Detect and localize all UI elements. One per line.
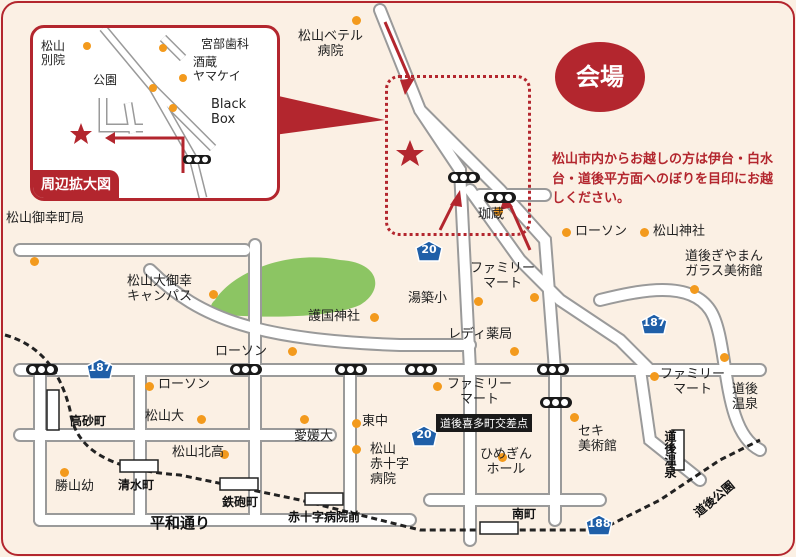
poi-dot (300, 415, 309, 424)
route-20-label: 20 (421, 243, 437, 256)
venue-star-icon (396, 140, 424, 166)
poi-dot (60, 468, 69, 477)
poi-dot (690, 285, 699, 294)
label-dogo-onsen: 道後 温泉 (732, 382, 759, 412)
poi-dot (145, 382, 154, 391)
label-seki-museum: セキ 美術館 (578, 424, 618, 454)
tram-stops (46, 389, 685, 535)
label-gyaman-museum: 道後ぎやまん ガラス美術館 (685, 249, 764, 279)
inset-label-blackbox: Black Box (211, 97, 247, 127)
traffic-signal-icon (540, 397, 572, 408)
route-187-label: 187 (642, 316, 666, 329)
poi-dot (370, 313, 379, 322)
label-lawson-1: ローソン (215, 344, 268, 359)
park-area (211, 257, 376, 317)
venue-badge: 会場 (555, 42, 645, 112)
poi-dot (209, 290, 218, 299)
inset-label-betsuin: 松山 別院 (41, 39, 66, 67)
traffic-signal-icon (484, 192, 516, 203)
access-note: 松山市内からお越しの方は伊台・白水台・道後平方面へのぼりを目印にお越しください。 (552, 152, 774, 206)
traffic-signal-icon (405, 364, 437, 375)
label-lawson-2: ローソン (575, 224, 628, 239)
poi-dot (562, 228, 571, 237)
label-matsuyama-shrine: 松山神社 (653, 224, 706, 239)
poi-dot (352, 16, 361, 25)
station-minami: 南町 (512, 507, 537, 521)
label-katsuyama-kinder: 勝山幼 (55, 479, 95, 494)
label-betel-hospital: 松山ベテル 病院 (298, 29, 364, 59)
poi-dot (197, 415, 206, 424)
inset-label-park: 公園 (93, 73, 118, 87)
poi-dot (510, 347, 519, 356)
route-187-marker-icon: 187 (86, 358, 114, 380)
route-20-marker-icon: 20 (415, 240, 443, 262)
poi-dot (570, 413, 579, 422)
label-family-mart-1: ファミリー マート (470, 261, 536, 291)
poi-dot (30, 257, 39, 266)
poi-dot (494, 207, 503, 216)
station-shimizu: 清水町 (118, 478, 155, 492)
station-dogo-onsen: 道後温泉 (663, 430, 677, 478)
poi-dot (474, 297, 483, 306)
traffic-signal-icon (335, 364, 367, 375)
poi-dot (288, 347, 297, 356)
poi-dot (352, 445, 361, 454)
inset-label-sakagura: 酒蔵 ヤマケイ (193, 55, 241, 83)
label-family-mart-3: ファミリー マート (660, 367, 726, 397)
label-ehime-univ: 愛媛大 (294, 429, 334, 444)
label-tochu: 東中 (362, 414, 389, 429)
inset-label-dental: 宮部歯科 (201, 37, 250, 51)
label-himegin-hall: ひめぎん ホール (480, 447, 533, 477)
venue-highlight-box (385, 75, 531, 236)
route-20-label: 20 (416, 428, 432, 441)
poi-dot (650, 372, 659, 381)
label-yuzuki: 湯築小 (408, 291, 448, 306)
traffic-signal-icon (448, 172, 480, 183)
label-lawson-3: ローソン (158, 377, 211, 392)
callout-wedge (274, 95, 385, 135)
label-lady-pharmacy: レディ薬局 (448, 327, 513, 342)
label-family-mart-2: ファミリー マート (447, 377, 513, 407)
poi-dot (530, 293, 539, 302)
label-gyokou-post: 松山御幸町局 (6, 211, 85, 226)
label-red-cross: 松山 赤十字 病院 (370, 442, 410, 487)
inset-roads (70, 28, 217, 198)
poi-dot (352, 419, 361, 428)
route-20-marker-icon: 20 (410, 425, 438, 447)
label-matsuyama-univ: 松山大 (145, 409, 185, 424)
inset-map: 松山 別院 宮部歯科 酒蔵 ヤマケイ 公園 Black Box 周辺拡大図 (30, 25, 280, 201)
label-kita-high: 松山北高 (172, 445, 225, 460)
traffic-signal-icon (26, 364, 58, 375)
traffic-signal-icon (230, 364, 262, 375)
intersection-label: 道後喜多町交差点 (436, 414, 532, 432)
station-takasago: 高砂町 (70, 414, 107, 428)
route-188-label: 188 (587, 517, 611, 530)
inset-title: 周辺拡大図 (33, 170, 119, 198)
label-campus: 松山大御幸 キャンパス (127, 274, 193, 304)
label-gokoku-shrine: 護国神社 (308, 309, 361, 324)
poi-dot (433, 382, 442, 391)
poi-dot (498, 453, 507, 462)
traffic-signal-icon (537, 364, 569, 375)
route-188-marker-icon: 188 (585, 514, 613, 536)
route-187-marker-icon: 187 (640, 313, 668, 335)
station-teppo: 鉄砲町 (222, 495, 259, 509)
poi-dot (640, 228, 649, 237)
route-187-label: 187 (88, 361, 112, 374)
street-label: 平和通り (150, 514, 211, 532)
station-sekijuji: 赤十字病院前 (288, 510, 361, 524)
poi-dot (220, 450, 229, 459)
poi-dot (720, 353, 729, 362)
label-kohi: 珈蔵 (478, 207, 505, 222)
